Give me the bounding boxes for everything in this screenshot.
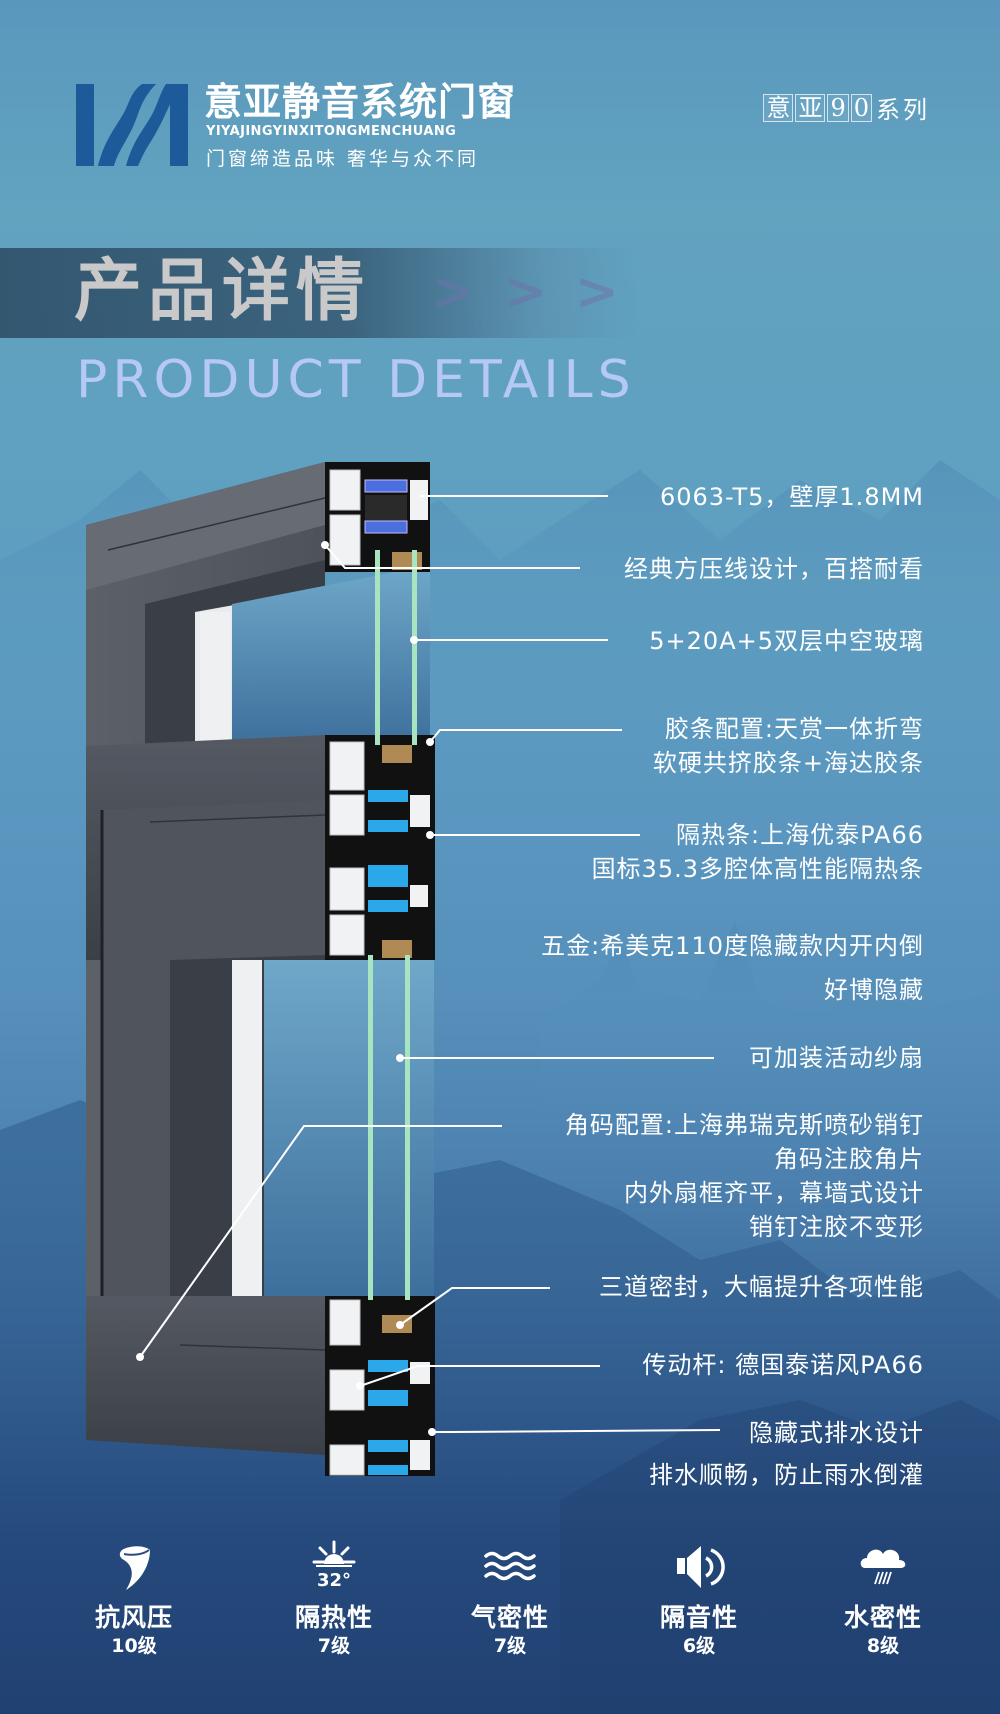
callout-line: 6063-T5，壁厚1.8MM (659, 483, 924, 511)
section-title-arrows: >>> (432, 262, 647, 322)
speaker-icon (677, 1546, 725, 1588)
series-char: 9 (827, 93, 849, 122)
callout-lines (136, 495, 721, 1436)
callout-hardware: 五金:希美克110度隐藏款内开内倒 好博隐藏 (541, 924, 924, 1012)
callout-line: 隐藏式排水设计 (749, 1419, 924, 1447)
callout-pressline: 经典方压线设计，百搭耐看 (624, 552, 924, 586)
callout-line: 内外扇框齐平，幕墙式设计 (624, 1179, 924, 1207)
series-suffix: 系列 (876, 96, 930, 124)
feature-level: 8级 (866, 1635, 900, 1657)
feature-level: 7级 (317, 1635, 351, 1657)
rain-cloud-icon (860, 1549, 906, 1585)
feature-level: 10级 (111, 1635, 157, 1657)
feature-name: 水密性 (843, 1603, 922, 1632)
callout-line: 隔热条:上海优泰PA66 (676, 821, 924, 849)
profile-section-middle (325, 735, 435, 960)
callout-line: 三道密封，大幅提升各项性能 (599, 1273, 924, 1301)
feature-sound-insulation: 隔音性 6级 (619, 1540, 779, 1658)
wind-icon (119, 1546, 150, 1590)
feature-level: 7级 (493, 1635, 527, 1657)
callout-material: 6063-T5，壁厚1.8MM (660, 480, 924, 514)
callout-screen: 可加装活动纱扇 (749, 1041, 924, 1075)
yh-logo-icon (76, 84, 188, 166)
callout-line: 可加装活动纱扇 (749, 1044, 924, 1072)
callout-line: 软硬共挤胶条+海达胶条 (652, 749, 924, 777)
waves-icon (484, 1551, 536, 1581)
feature-wind-pressure: 抗风压 10级 (54, 1540, 214, 1658)
callout-seal: 三道密封，大幅提升各项性能 (599, 1270, 924, 1304)
sun-temperature-icon: 32° (312, 1540, 356, 1591)
callout-line: 角码注胶角片 (774, 1145, 924, 1173)
callout-line: 销钉注胶不变形 (749, 1213, 924, 1241)
callout-drainage: 隐藏式排水设计 排水顺畅，防止雨水倒灌 (649, 1412, 924, 1496)
callout-line: 胶条配置:天赏一体折弯 (664, 715, 924, 743)
brand-name: 意亚静音系统门窗 (204, 80, 517, 124)
feature-water-tightness: 水密性 8级 (803, 1540, 963, 1658)
callout-line: 五金:希美克110度隐藏款内开内倒 (541, 932, 924, 960)
series-char: 0 (850, 93, 872, 122)
series-char: 亚 (795, 93, 826, 122)
callout-line: 经典方压线设计，百搭耐看 (624, 555, 924, 583)
brand-pinyin: YIYAJINGYINXITONGMENCHUANG (206, 124, 457, 139)
callout-corner-joint: 角码配置:上海弗瑞克斯喷砂销钉 角码注胶角片 内外扇框齐平，幕墙式设计 销钉注胶… (565, 1108, 924, 1244)
feature-name: 隔音性 (659, 1603, 738, 1632)
performance-features: 抗风压 10级 32° 隔热性 7级 气密性 7级 (0, 1540, 1000, 1680)
feature-heat-insulation: 32° 隔热性 7级 (254, 1540, 414, 1658)
callout-line: 5+20A+5双层中空玻璃 (649, 627, 924, 655)
series-label: 意 亚 9 0 系列 (763, 90, 930, 125)
callout-line: 好博隐藏 (824, 976, 924, 1004)
feature-name: 抗风压 (94, 1603, 173, 1632)
sun-icon-temp: 32° (317, 1570, 351, 1591)
series-char: 意 (763, 93, 794, 122)
section-title-en: PRODUCT DETAILS (76, 350, 636, 410)
feature-name: 隔热性 (294, 1603, 373, 1632)
profile-section-bottom (325, 1296, 435, 1476)
callout-gasket: 胶条配置:天赏一体折弯 软硬共挤胶条+海达胶条 (653, 712, 924, 780)
outer-frame (86, 462, 434, 1455)
glass-pane-edges (368, 550, 417, 1300)
callout-line: 角码配置:上海弗瑞克斯喷砂销钉 (564, 1111, 924, 1139)
callout-line: 国标35.3多腔体高性能隔热条 (591, 855, 924, 883)
title-band (0, 248, 640, 338)
feature-level: 6级 (682, 1635, 716, 1657)
brand-slogan: 门窗缔造品味 奢华与众不同 (206, 148, 480, 170)
callout-line: 传动杆: 德国泰诺风PA66 (642, 1351, 924, 1379)
callout-glass: 5+20A+5双层中空玻璃 (649, 624, 924, 658)
section-title-cn: 产品详情 (74, 252, 371, 331)
feature-air-tightness: 气密性 7级 (430, 1540, 590, 1658)
callout-drive-rod: 传动杆: 德国泰诺风PA66 (642, 1348, 924, 1382)
feature-name: 气密性 (470, 1603, 549, 1632)
callout-line: 排水顺畅，防止雨水倒灌 (649, 1461, 924, 1489)
callout-thermal-break: 隔热条:上海优泰PA66 国标35.3多腔体高性能隔热条 (592, 818, 924, 886)
